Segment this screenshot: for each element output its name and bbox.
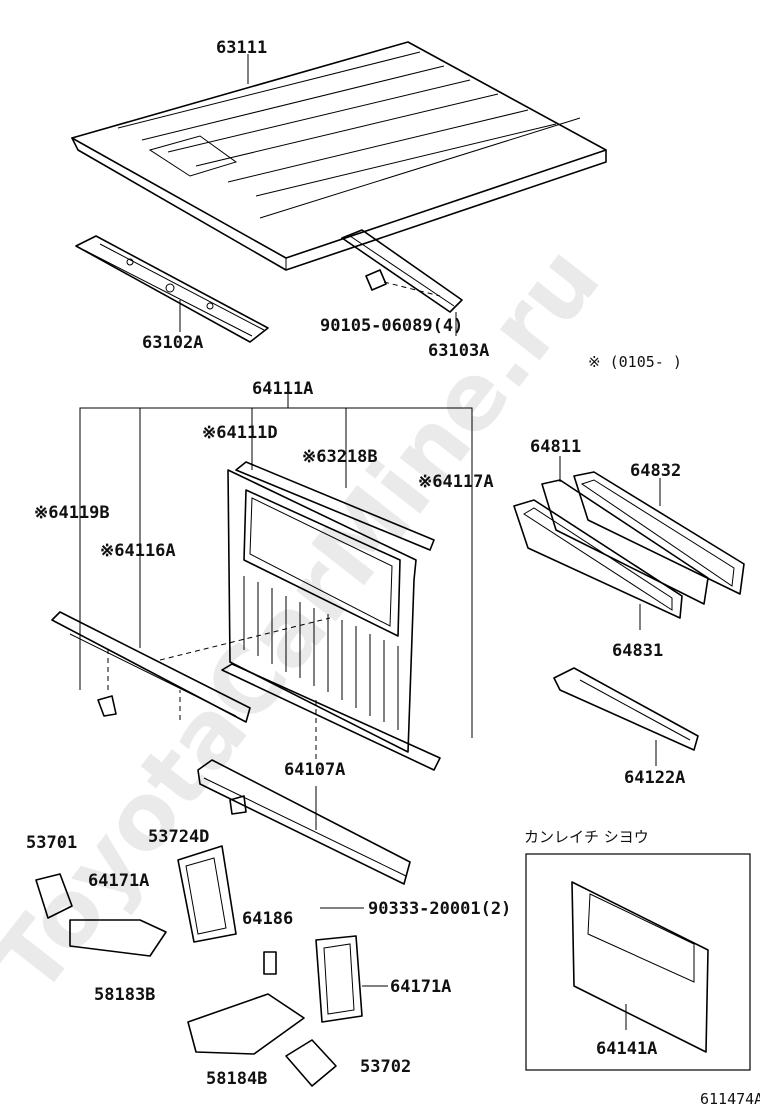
inset-caption: カンレイチ シヨウ xyxy=(524,828,649,846)
floor-crossmember xyxy=(197,759,411,885)
label-63102A: 63102A xyxy=(142,333,203,353)
clip-64186 xyxy=(263,951,277,975)
label-58184B: 58184B xyxy=(206,1069,267,1089)
back-panel xyxy=(51,461,441,771)
bracket-53701 xyxy=(35,873,167,957)
label-64111A: 64111A xyxy=(252,379,313,399)
label-64117A: ※64117A xyxy=(418,472,494,492)
label-64186: 64186 xyxy=(242,909,293,929)
label-64111D: ※64111D xyxy=(202,423,278,443)
bracket-53702 xyxy=(285,1039,337,1087)
inset-box xyxy=(525,853,751,1071)
label-64107A: 64107A xyxy=(284,760,345,780)
label-63111: 63111 xyxy=(216,38,267,58)
production-date-note: ※ (0105- ) xyxy=(588,353,682,371)
roof-rail-63102A xyxy=(75,235,269,343)
bracket-58184B xyxy=(187,993,305,1055)
trim-64122A xyxy=(553,667,699,751)
diagram-code: 611474A xyxy=(700,1090,760,1108)
watermark: ToyotaCarMine.ru xyxy=(0,227,621,1014)
inset-panel-64141A xyxy=(571,881,709,1053)
roof-rail-63103A xyxy=(341,229,463,313)
label-64832: 64832 xyxy=(630,461,681,481)
label-64141A: 64141A xyxy=(596,1039,657,1059)
label-63218B: ※63218B xyxy=(302,447,378,467)
label-64831: 64831 xyxy=(612,641,663,661)
label-90333-20001: 90333-20001(2) xyxy=(368,899,511,919)
label-58183B: 58183B xyxy=(94,985,155,1005)
bracket-64111A xyxy=(79,394,473,738)
roof-panel-63111 xyxy=(71,41,607,271)
label-90105-06089: 90105-06089(4) xyxy=(320,316,463,336)
label-64119B: ※64119B xyxy=(34,503,110,523)
back-window-glass xyxy=(513,471,745,619)
label-53701: 53701 xyxy=(26,833,77,853)
label-63103A: 63103A xyxy=(428,341,489,361)
label-53702: 53702 xyxy=(360,1057,411,1077)
label-64811: 64811 xyxy=(530,437,581,457)
bracket-64171A-right xyxy=(315,935,363,1023)
label-64116A: ※64116A xyxy=(100,541,176,561)
label-64171A-right: 64171A xyxy=(390,977,451,997)
bracket-64171A-left xyxy=(177,845,237,943)
label-53724D: 53724D xyxy=(148,827,209,847)
label-64122A: 64122A xyxy=(624,768,685,788)
label-64171A-left: 64171A xyxy=(88,871,149,891)
